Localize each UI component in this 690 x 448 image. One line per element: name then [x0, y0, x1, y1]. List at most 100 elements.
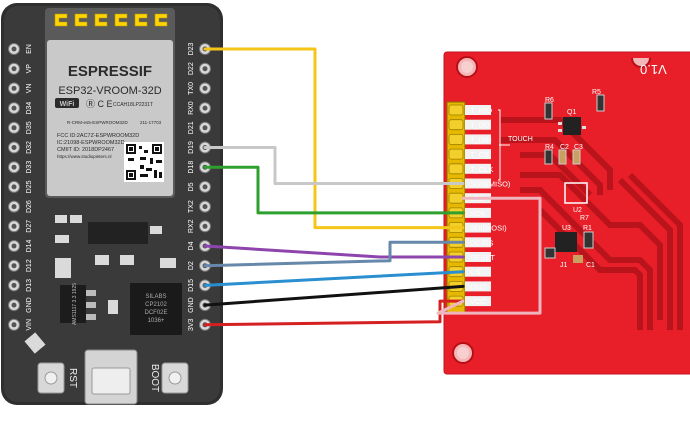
wire-d15-to-cs — [203, 270, 465, 287]
tft-component-label: Q1 — [567, 109, 576, 116]
tft-touch-label: TOUCH — [508, 136, 533, 143]
esp32-pin-label: D19 — [188, 141, 195, 154]
tft-header-pin — [448, 192, 464, 204]
tft-display-board: R6 R5 Q1 C2 R4 C3 R7 U2 U3 R1 J1 C1 V1.0… — [443, 51, 690, 375]
tft-pin-label: SCK — [470, 209, 485, 218]
svg-text:1036+: 1036+ — [148, 318, 165, 324]
wire-gnd-to-gnd — [203, 284, 465, 307]
boot-button[interactable] — [161, 362, 189, 394]
esp32-pin-label: D4 — [188, 241, 195, 250]
esp32-pin-label: RX0 — [188, 101, 195, 115]
tft-pin-label: CS — [470, 268, 480, 277]
tft-components — [544, 94, 605, 263]
esp32-pin-label: GND — [26, 297, 33, 313]
wire-d23-to-sdi-mosi- — [203, 47, 465, 230]
tft-component-label: R1 — [583, 225, 592, 232]
tft-component-label: R7 — [580, 215, 589, 222]
svg-text:DCF02E: DCF02E — [144, 310, 167, 316]
boot-label: BOOT — [149, 364, 160, 392]
esp32-model: ESP32-VROOM-32D — [58, 85, 161, 97]
esp32-pin-label: D32 — [26, 141, 33, 154]
tft-header-pin — [448, 119, 464, 131]
esp32-pin-label: VN — [26, 84, 33, 94]
reg-text: R-CRM-es5-ESPWROOM32D — [67, 120, 129, 125]
website-url: https://www.studiopieters.nl — [57, 154, 112, 159]
esp32-pin-label: D25 — [26, 180, 33, 193]
cmiit-id: CMIIT ID: 2018DP2467 — [57, 147, 114, 153]
tft-component-label: R6 — [545, 97, 554, 104]
qr-code-icon — [124, 142, 164, 182]
tft-header-pin — [448, 163, 464, 175]
voltage-regulator — [60, 285, 86, 323]
tft-component-label: U3 — [562, 225, 571, 232]
esp32-pin-label: D35 — [26, 121, 33, 134]
ce-mark-icon: Ⓡ C E — [86, 99, 113, 109]
tft-pin-label: T_CS — [470, 150, 489, 159]
wire-3v3-to-vcc — [203, 299, 465, 327]
esp32-pin-label: TX2 — [188, 200, 195, 213]
regulator-label: AMS1117 3.3 1925 — [72, 283, 78, 325]
esp32-pin-label: VP — [26, 64, 33, 74]
tft-pin-label: SDO(MISO) — [470, 180, 511, 189]
esp32-pin-label: D2 — [188, 261, 195, 270]
esp32-board: ESPRESSIF ESP32-VROOM-32D WiFi Ⓡ C E CCA… — [1, 3, 223, 405]
tft-pin-label: DC/RS — [470, 238, 493, 247]
tft-header — [446, 101, 491, 315]
tft-pin-label: RESET — [470, 253, 495, 262]
esp32-pin-label: D14 — [26, 239, 33, 252]
tft-header-pin — [448, 133, 464, 145]
tft-pin-label: T_IRQ — [470, 106, 492, 115]
esp32-right-pins — [199, 43, 211, 331]
tft-pin-label: T_DIN — [470, 135, 492, 144]
tft-pin-label: VCC — [470, 297, 486, 306]
tft-component-label: C2 — [560, 144, 569, 151]
tft-pin-label: GND — [470, 282, 487, 291]
esp32-pin-label: D26 — [26, 200, 33, 213]
cert-code: CCAH18LP2231T — [113, 102, 153, 108]
wire-d2-to-dc-rs — [203, 240, 465, 268]
esp32-pin-label: GND — [188, 297, 195, 313]
svg-text:CP2102: CP2102 — [145, 302, 167, 308]
esp32-pin-label: D27 — [26, 220, 33, 233]
rst-button[interactable] — [37, 362, 65, 394]
tft-component-label: C1 — [586, 262, 595, 269]
cert-small: 211-17703 — [140, 120, 162, 125]
esp32-pin-label: D34 — [26, 102, 33, 115]
esp32-pin-label: D21 — [188, 121, 195, 134]
esp32-brand: ESPRESSIF — [68, 63, 152, 80]
usb-uart-chip — [130, 283, 182, 335]
tft-component-label: J1 — [560, 262, 568, 269]
esp32-pin-label: EN — [26, 44, 33, 54]
micro-usb-port[interactable] — [84, 349, 138, 405]
esp32-pin-label: D23 — [188, 42, 195, 55]
esp32-pin-label: D18 — [188, 161, 195, 174]
tft-header-pin — [448, 148, 464, 160]
wire-d19-to-sdo-miso- — [203, 146, 465, 185]
esp32-pin-label: 3V3 — [188, 318, 195, 331]
tft-component-label: U2 — [573, 207, 582, 214]
esp32-pin-label: RX2 — [188, 219, 195, 233]
tft-component-label: C3 — [574, 144, 583, 151]
tft-pin-label: T_CLK — [470, 165, 493, 174]
rst-label: RST — [67, 368, 78, 388]
tft-component-label: R4 — [545, 144, 554, 151]
tft-version-label: V1.0 — [640, 62, 667, 77]
esp32-lower-components: AMS1117 3.3 1925 SILABS CP2102 DCF02E 10… — [24, 215, 182, 354]
esp32-pin-label: D12 — [26, 259, 33, 272]
esp32-pin-label: D33 — [26, 161, 33, 174]
esp32-pin-label: TX0 — [188, 82, 195, 95]
wire-d4-to-reset — [203, 244, 465, 259]
tft-component-label: R5 — [592, 89, 601, 96]
esp32-pin-label: D5 — [188, 182, 195, 191]
wifi-logo: WiFi — [60, 101, 75, 108]
esp32-pin-label: D13 — [26, 279, 33, 292]
tft-pin-label: T_DO — [470, 121, 490, 130]
esp32-pin-label: D22 — [188, 62, 195, 75]
wire-d18-to-sck — [203, 165, 465, 215]
tft-header-pin — [448, 104, 464, 116]
usb-chip-label: SILABS — [145, 294, 166, 300]
ic-id: IC:21098-ESPWROOM32D — [57, 140, 125, 146]
wire-vcc-to-led — [436, 196, 542, 315]
esp32-left-pins — [8, 43, 20, 331]
